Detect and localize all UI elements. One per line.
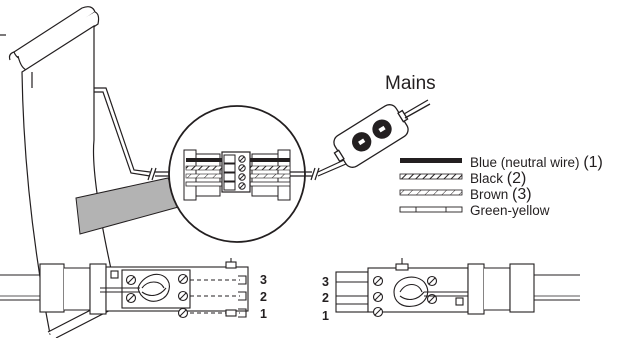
legend-item-black: Black (2) bbox=[470, 171, 526, 187]
terminal-number-left-3: 3 bbox=[260, 273, 267, 287]
swatch-blue bbox=[400, 158, 462, 163]
terminal-number-left-1: 1 bbox=[260, 307, 267, 321]
legend-item-green-yellow: Green-yellow bbox=[470, 204, 550, 218]
legend-label: Brown bbox=[470, 187, 509, 202]
mains-label: Mains bbox=[385, 73, 436, 94]
legend-label: Black bbox=[470, 171, 504, 186]
legend-label: Green-yellow bbox=[470, 203, 550, 218]
legend-number: (3) bbox=[512, 186, 532, 203]
legend-number: (1) bbox=[583, 154, 603, 171]
legend-number: (2) bbox=[506, 170, 527, 187]
swatch-brown bbox=[399, 189, 463, 196]
connector-left bbox=[0, 258, 249, 319]
terminal-number-left-2: 2 bbox=[260, 290, 267, 304]
terminal-number-right-2: 2 bbox=[322, 291, 329, 305]
legend-item-blue: Blue (neutral wire) (1) bbox=[470, 155, 603, 171]
connector-right bbox=[335, 258, 580, 318]
magnified-connector bbox=[168, 105, 306, 243]
swatch-black bbox=[399, 173, 463, 180]
mains-switch bbox=[333, 99, 431, 168]
roller-blind bbox=[0, 6, 151, 338]
legend-label: Blue (neutral wire) bbox=[470, 155, 580, 170]
terminal-number-right-3: 3 bbox=[322, 275, 329, 289]
legend-item-brown: Brown (3) bbox=[470, 187, 532, 203]
legend-swatches bbox=[399, 158, 463, 213]
swatch-green-yellow bbox=[399, 206, 463, 213]
terminal-number-right-1: 1 bbox=[322, 309, 329, 323]
